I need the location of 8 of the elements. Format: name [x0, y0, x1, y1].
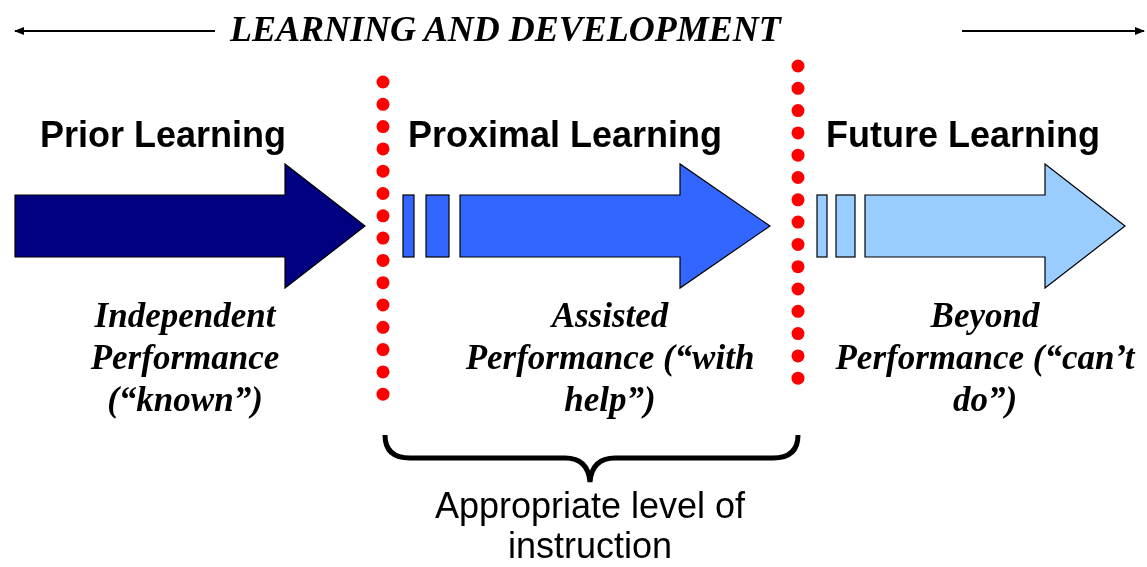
performance-description: Assisted Performance (“with help”) [464, 295, 756, 421]
stage-heading: Prior Learning [40, 114, 287, 156]
stage-heading: Proximal Learning [408, 114, 723, 156]
diagram-title: LEARNING AND DEVELOPMENT [230, 8, 781, 50]
performance-description: Independent Performance (“known”) [89, 295, 281, 421]
performance-description: Beyond Performance (“can’t do”) [835, 295, 1135, 421]
stage-heading: Future Learning [826, 114, 1100, 156]
note-text: Appropriate level of instruction [433, 486, 747, 566]
